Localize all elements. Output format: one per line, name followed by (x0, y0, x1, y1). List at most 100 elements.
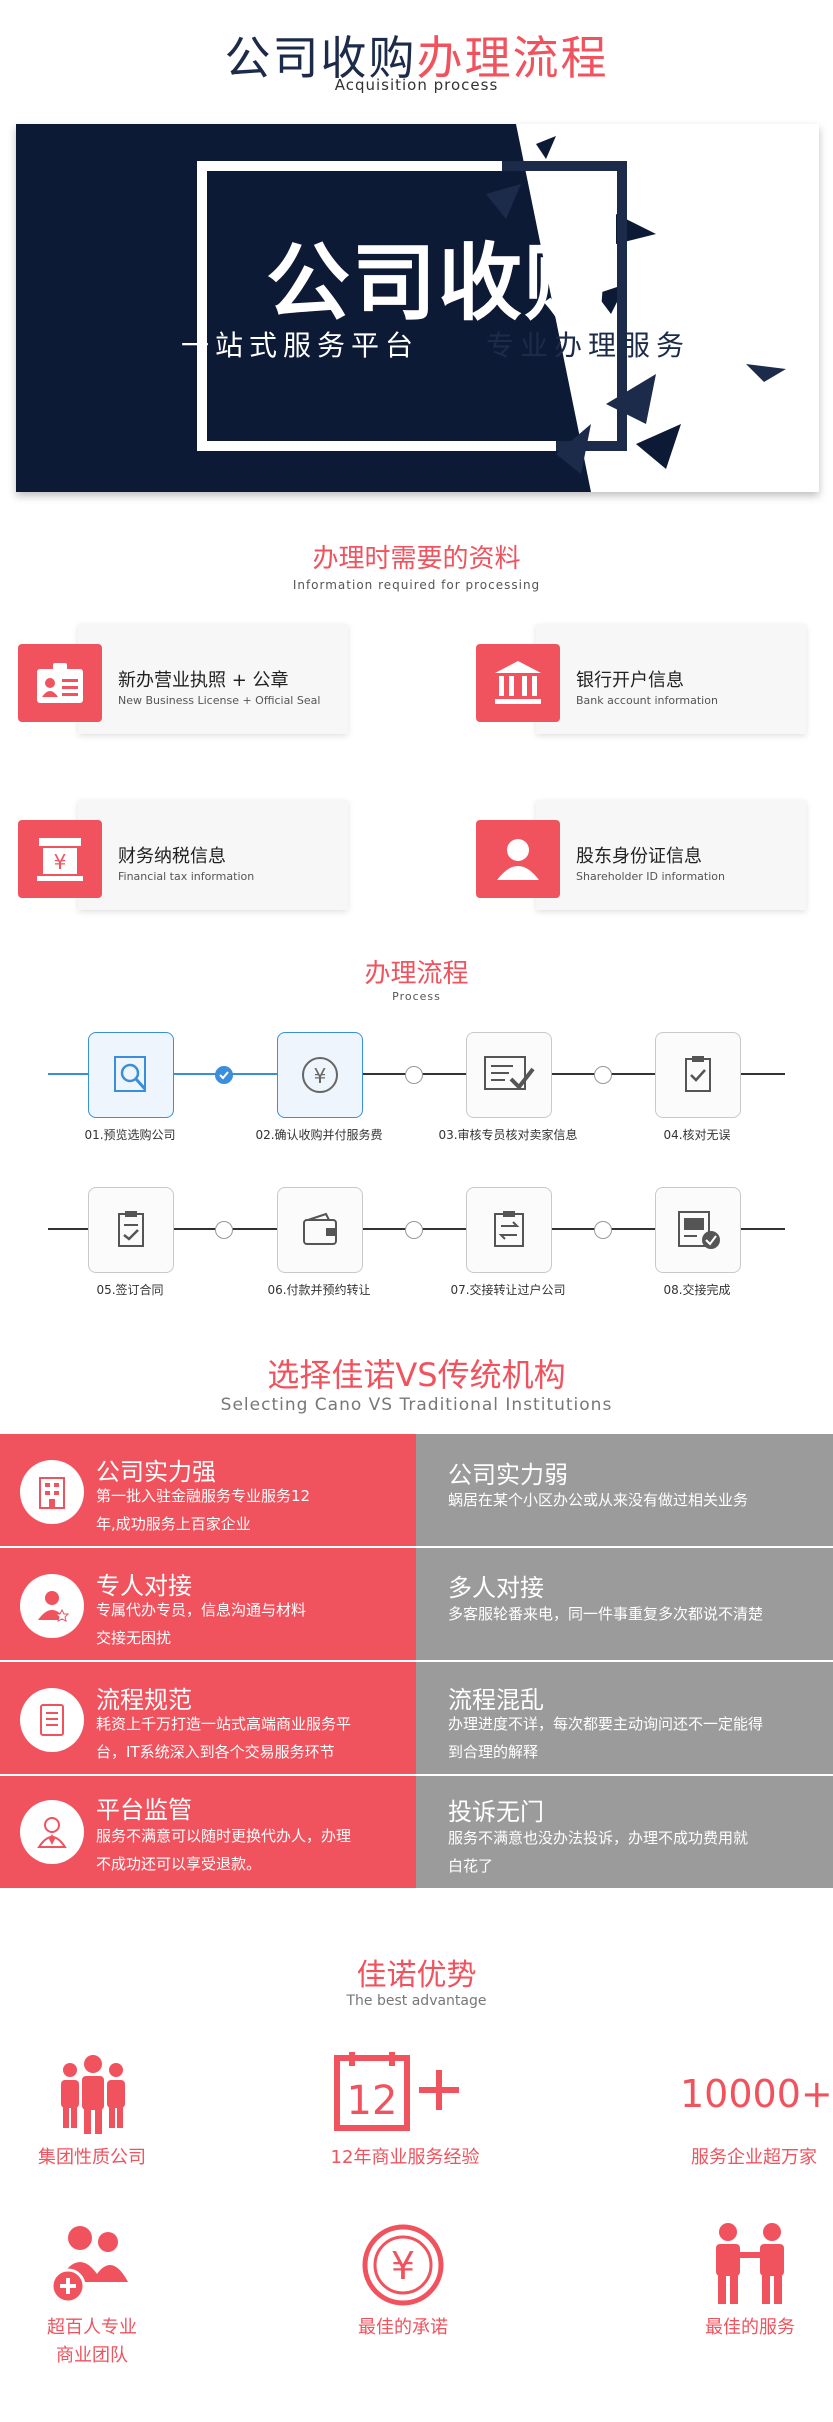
desc-line: 服务不满意也没办法投诉，办理不成功费用就 (448, 1829, 749, 1847)
advantage-label: 超百人专业商业团队 (0, 2314, 212, 2370)
desc-line: 交接无困扰 (96, 1629, 172, 1647)
banner-left-text: 一站式服务平台 (181, 329, 420, 362)
yen-register-icon: ¥ (18, 820, 102, 898)
advantage-title: 专人对接 (96, 1572, 192, 1600)
verify-doc-icon (466, 1032, 552, 1118)
advantage-desc: 专属代办专员，信息沟通与材料交接无困扰 (96, 1596, 306, 1652)
page-subtitle: Acquisition process (334, 76, 499, 94)
weakness-title: 投诉无门 (448, 1798, 544, 1826)
advantage-label: 12年商业服务经验 (330, 2147, 480, 2168)
yen-coin-icon: ¥ (277, 1032, 363, 1118)
advantage-title: 平台监管 (96, 1796, 192, 1824)
progress-dot (594, 1066, 612, 1084)
advantage-label: 最佳的承诺 (358, 2317, 448, 2338)
row-divider (0, 1774, 833, 1776)
clipboard-check-icon (655, 1032, 741, 1118)
id-card-icon (18, 644, 102, 722)
weakness-title: 流程混乱 (448, 1686, 544, 1714)
comparison-title-part1: 选择佳诺 (267, 1356, 396, 1394)
transfer-icon (466, 1187, 552, 1273)
building-icon (20, 1460, 84, 1524)
desc-line: 服务不满意可以随时更换代办人，办理 (96, 1827, 352, 1845)
advantage-label: 最佳的服务 (705, 2317, 795, 2338)
advantage-label-line1: 超百人专业 (47, 2317, 137, 2338)
calendar-number: 12 (347, 2078, 398, 2124)
material-item: 股东身份证信息 Shareholder ID information (476, 800, 806, 910)
contract-icon (88, 1187, 174, 1273)
material-sublabel: Shareholder ID information (576, 870, 725, 883)
banner-background (16, 124, 786, 492)
calendar-12-icon: 12 (334, 2052, 459, 2131)
desc-line: 到合理的解释 (448, 1743, 539, 1761)
step-label: 03.审核专员核对卖家信息 (438, 1128, 578, 1142)
material-item: 新办营业执照 + 公章 New Business License + Offic… (18, 624, 348, 734)
material-label: 银行开户信息 (576, 670, 684, 691)
desc-line: 多客服轮番来电，同一件事重复多次都说不清楚 (448, 1605, 764, 1623)
check-icon (215, 1066, 233, 1084)
material-card (536, 800, 806, 910)
advantage-title: 流程规范 (96, 1686, 192, 1714)
material-card (536, 624, 806, 734)
material-sublabel: New Business License + Official Seal (118, 694, 321, 707)
material-label: 新办营业执照 + 公章 (118, 670, 289, 691)
search-doc-icon (88, 1032, 174, 1118)
material-item: ¥ 财务纳税信息 Financial tax information (18, 800, 348, 910)
step-label: 06.付款并预约转让 (267, 1283, 371, 1297)
banner-right-text: 专业办理服务 (486, 329, 691, 362)
svg-text:¥: ¥ (391, 2244, 415, 2288)
wallet-icon (277, 1187, 363, 1273)
handshake-people-icon (716, 2223, 784, 2304)
checklist-icon (20, 1688, 84, 1752)
step-label: 01.预览选购公司 (84, 1128, 176, 1142)
step-label: 05.签订合同 (96, 1283, 164, 1297)
advantage-desc: 第一批入驻金融服务专业服务12 年,成功服务上百家企业 (96, 1482, 310, 1538)
supervisor-icon (20, 1800, 84, 1864)
step-label: 07.交接转让过户公司 (450, 1283, 566, 1297)
weakness-desc: 多客服轮番来电，同一件事重复多次都说不清楚 (448, 1600, 763, 1628)
big-number: 10000+ (680, 2072, 833, 2116)
advantage-label: 集团性质公司 (38, 2147, 146, 2168)
progress-dot (215, 1221, 233, 1239)
title-part2: 办理流程 (416, 31, 609, 85)
advantage-label: 服务企业超万家 (691, 2147, 817, 2168)
title-part1: 公司收购 (224, 31, 417, 85)
desc-line: 白花了 (448, 1857, 494, 1875)
weakness-desc: 服务不满意也没办法投诉，办理不成功费用就白花了 (448, 1824, 748, 1880)
row-divider (0, 1660, 833, 1662)
comparison-title: 选择佳诺VS传统机构 (0, 1350, 833, 1396)
progress-dot (405, 1066, 423, 1084)
advantage-desc: 耗资上千万打造一站式高端商业服务平台，IT系统深入到各个交易服务环节 (96, 1710, 351, 1766)
desc-line: 台，IT系统深入到各个交易服务环节 (96, 1743, 335, 1761)
advantage-label-line2: 商业团队 (56, 2345, 128, 2366)
desc-line: 蜗居在某个小区办公或从来没有做过相关业务 (448, 1491, 749, 1509)
progress-dot (594, 1221, 612, 1239)
weakness-title: 公司实力弱 (448, 1461, 568, 1489)
weakness-title: 多人对接 (448, 1574, 544, 1602)
desc-line: 年,成功服务上百家企业 (96, 1515, 251, 1533)
progress-dot (405, 1221, 423, 1239)
material-label: 股东身份证信息 (576, 846, 702, 867)
person-icon (476, 820, 560, 898)
material-sublabel: Bank account information (576, 694, 718, 707)
svg-text:¥: ¥ (314, 1064, 327, 1088)
desc-line: 第一批入驻金融服务专业服务12 (96, 1487, 311, 1505)
team-plus-icon (50, 2226, 128, 2304)
hero-banner: 公司收购 一站式服务平台 专业办理服务 (16, 124, 819, 492)
group-people-icon (61, 2055, 125, 2134)
materials-subtitle: Information required for processing (292, 578, 541, 592)
material-sublabel: Financial tax information (118, 870, 255, 883)
done-doc-icon (655, 1187, 741, 1273)
bank-icon (476, 644, 560, 722)
yen-promise-icon: ¥ (362, 2224, 444, 2306)
weakness-desc: 蜗居在某个小区办公或从来没有做过相关业务 (448, 1486, 748, 1514)
desc-line: 不成功还可以享受退款。 (96, 1855, 262, 1873)
materials-title: 办理时需要的资料 (312, 544, 521, 574)
desc-line: 耗资上千万打造一站式高端商业服务平 (96, 1715, 352, 1733)
step-label: 08.交接完成 (663, 1283, 731, 1297)
weakness-desc: 办理进度不详，每次都要主动询问还不一定能得到合理的解释 (448, 1710, 763, 1766)
team-star-icon (20, 1574, 84, 1638)
process-subtitle: Process (392, 990, 441, 1003)
comparison-title-part3: 传统机构 (437, 1356, 566, 1394)
advantages-title: 佳诺优势 (356, 1958, 477, 1993)
material-card (78, 800, 348, 910)
